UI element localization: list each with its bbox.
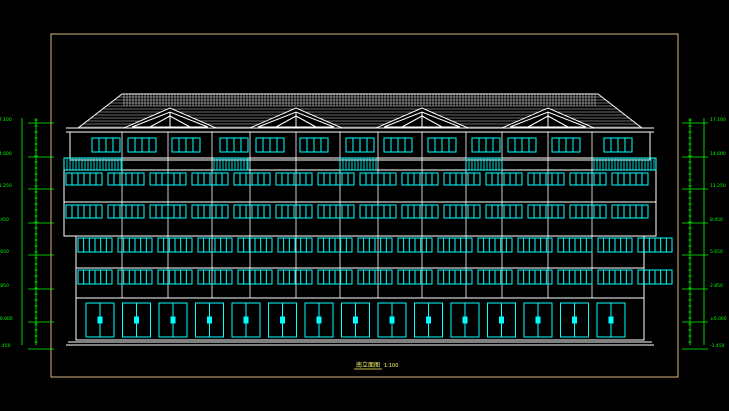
drawing-title: 南立面图: [356, 361, 380, 369]
elevation-mark: 5.650: [710, 249, 723, 255]
dimension-column-left: 17.100 14.600 11.250 8.450 5.650 2.850 ±0.000 -…: [0, 117, 54, 350]
elevation-mark: 11.250: [0, 183, 12, 189]
elevation-mark: 5.650: [0, 249, 9, 255]
elevation-mark: 11.250: [710, 183, 726, 189]
elevation-mark: -1.450: [0, 343, 11, 349]
drawing-title-block: 南立面图 1:100: [354, 361, 398, 370]
elevation-mark: 2.850: [710, 283, 723, 289]
balcony-railing: [63, 157, 123, 171]
elevation-mark: 8.450: [710, 217, 723, 223]
dimension-column-right: 17.100 14.600 11.250 8.450 5.650 2.850 ±0.000 -…: [682, 117, 727, 350]
elevation-mark: ±0.000: [0, 316, 13, 322]
windows: [65, 137, 673, 285]
drawing-scale: 1:100: [384, 363, 398, 369]
facade-outline: [63, 131, 657, 346]
elevation-mark: 8.450: [0, 217, 9, 223]
balconies: [63, 157, 657, 171]
shop-doors: [85, 302, 626, 338]
elevation-mark: 17.100: [0, 117, 12, 123]
elevation-mark: -1.450: [710, 343, 725, 349]
roof: [66, 93, 654, 133]
drawing-frame: [50, 33, 679, 378]
elevation-mark: 14.600: [0, 151, 12, 157]
balcony-railing: [213, 157, 249, 171]
elevation-mark: 14.600: [710, 151, 726, 157]
elevation-mark: 17.100: [710, 117, 726, 123]
elevation-mark: ±0.000: [710, 316, 727, 322]
balcony-railing: [593, 157, 657, 171]
elevation-mark: 2.850: [0, 283, 9, 289]
